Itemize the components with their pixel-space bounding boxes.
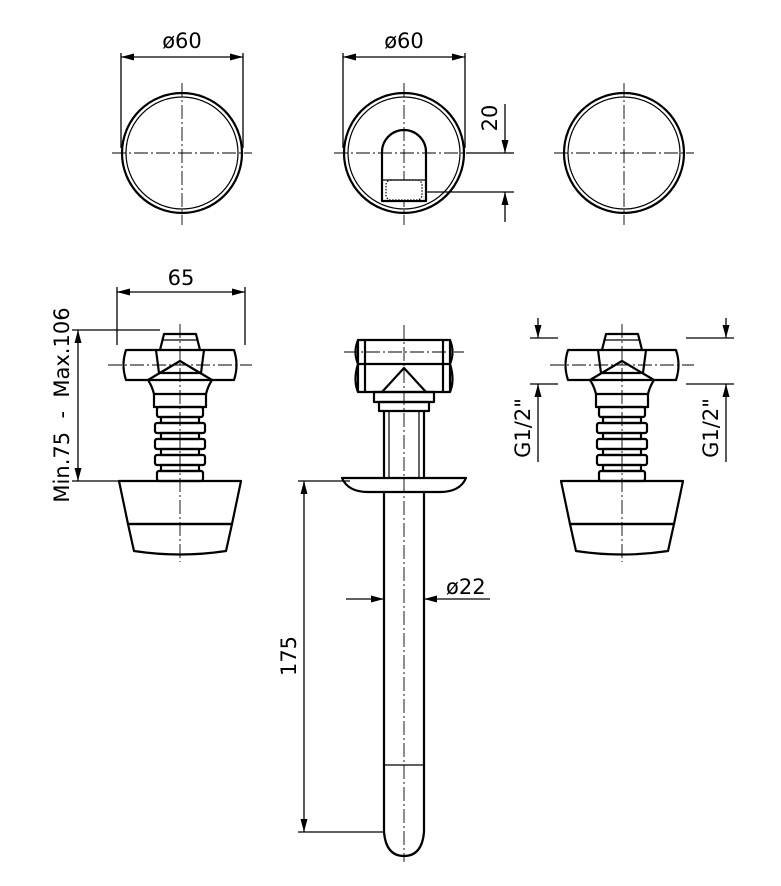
dimension-wall-depth-range: Min.75 - Max.106 (50, 307, 160, 503)
label-top-left-diameter: ø60 (162, 29, 202, 53)
dimension-spout-diameter: ø22 (346, 575, 490, 603)
dimension-top-left-diameter: ø60 (120, 29, 244, 148)
dimension-top-middle-diameter: ø60 (342, 29, 466, 148)
dimension-thread-right: G1/2" (686, 318, 734, 462)
front-view-right-handle (554, 83, 694, 225)
dimension-spout-offset: 20 (425, 104, 514, 222)
label-thread-left: G1/2" (511, 398, 535, 458)
label-top-middle-diameter: ø60 (384, 29, 424, 53)
front-view-spout (334, 83, 474, 225)
aerator-mesh (385, 179, 423, 201)
label-handle-width: 65 (168, 266, 195, 290)
label-spout-length: 175 (277, 636, 301, 676)
label-spout-offset: 20 (478, 105, 502, 132)
dimension-thread-left: G1/2" (511, 318, 558, 462)
label-thread-right: G1/2" (699, 398, 723, 458)
label-spout-diameter: ø22 (446, 575, 486, 599)
front-view-left-handle (112, 83, 252, 225)
side-view-right-handle (548, 322, 696, 564)
dimension-spout-length: 175 (277, 480, 384, 833)
side-view-left-handle (106, 322, 254, 564)
label-wall-depth-range: Min.75 - Max.106 (50, 307, 74, 502)
side-view-spout (340, 325, 468, 862)
dimension-handle-width: 65 (116, 266, 246, 345)
